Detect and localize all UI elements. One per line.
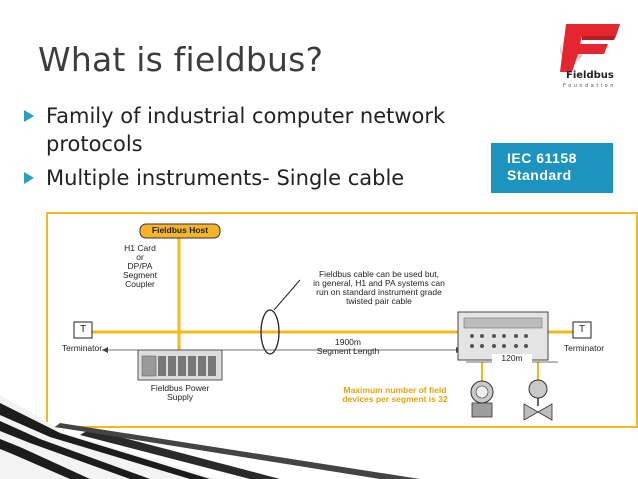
bullet-text: Family of industrial computer network pr… [46, 104, 446, 156]
logo-sub: Foundation [563, 83, 616, 89]
bullet-arrow-icon [24, 172, 34, 184]
bullet-text: Multiple instruments- Single cable [46, 166, 405, 190]
iec-standard-callout: IEC 61158 Standard [491, 143, 613, 193]
callout-line: IEC 61158 [507, 150, 577, 166]
diagram-graphic [73, 223, 592, 421]
power-supply-label: Fieldbus Power Supply [150, 383, 210, 402]
coupler-label: H1 Card or DP/PA Segment Coupler [122, 243, 158, 289]
terminator-left-label: Terminator [61, 343, 103, 353]
bullet-item: Family of industrial computer network pr… [20, 102, 490, 158]
cable-note: Fieldbus cable can be used but, in gener… [313, 269, 445, 306]
slide-title: What is fieldbus? [38, 40, 324, 79]
segment-length-label: 1900m Segment Length [316, 337, 380, 356]
bullet-arrow-icon [24, 110, 34, 122]
bullet-list: Family of industrial computer network pr… [20, 102, 490, 198]
terminator-right-label: Terminator [563, 343, 605, 353]
callout-line: Standard [507, 167, 572, 183]
logo-name: Fieldbus [566, 70, 614, 81]
fieldbus-diagram: Fieldbus Host H1 Card or DP/PA Segment C… [46, 212, 638, 428]
terminator-left-icon [73, 321, 93, 339]
decorative-stripes [0, 395, 420, 479]
spur-length-label: 120m [492, 354, 532, 363]
terminator-right-icon [572, 321, 592, 339]
host-label: Fieldbus Host [151, 225, 209, 235]
terminator-left-symbol: T [79, 324, 87, 335]
fieldbus-logo-icon [560, 24, 620, 72]
cable-ellipse [260, 309, 280, 355]
host-box [139, 223, 221, 239]
terminator-right-symbol: T [578, 324, 586, 335]
bullet-item: Multiple instruments- Single cable [20, 164, 490, 192]
max-devices-note: Maximum number of field devices per segm… [342, 385, 448, 404]
